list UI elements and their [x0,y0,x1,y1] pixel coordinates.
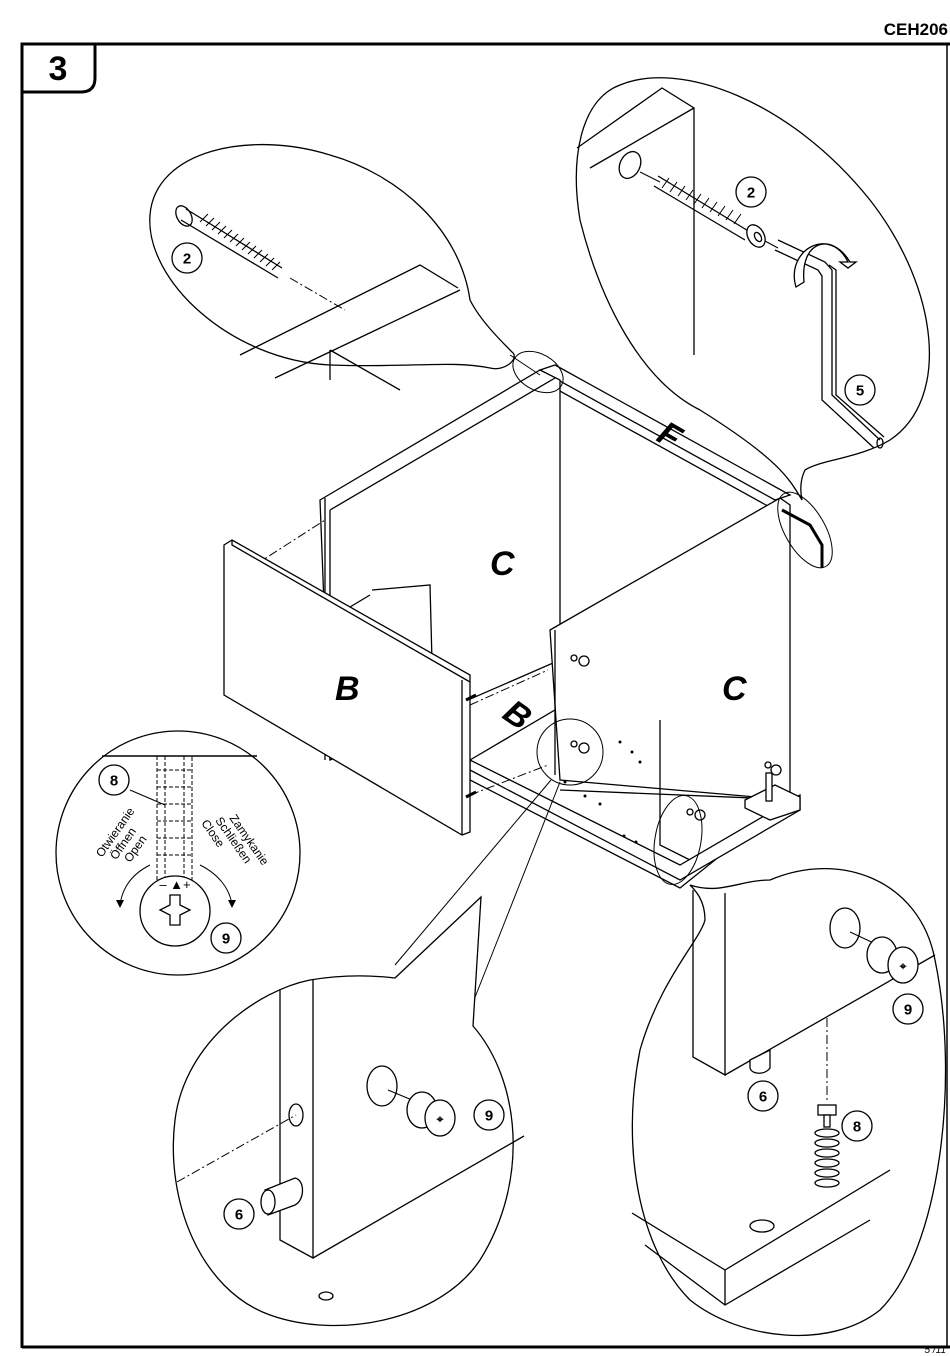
panel-label-b-front: B [335,670,360,708]
svg-text:9: 9 [222,931,230,948]
svg-text:2: 2 [747,185,755,202]
detail-bubble-top-left: 2 [150,145,514,390]
callout-6-bottom-right: 6 [748,1081,778,1111]
svg-text:6: 6 [235,1207,243,1224]
svg-text:9: 9 [485,1108,493,1125]
callout-9-rotation: 9 [211,923,241,953]
callout-6-bottom-center: 6 [224,1199,254,1229]
svg-text:5: 5 [856,383,864,400]
svg-text:9: 9 [904,1002,912,1019]
svg-text:⌖: ⌖ [899,959,907,973]
detail-bubble-rotation: – ▲+ Otwieranie Öffnen Open Zamykanie Sc… [56,731,300,975]
callout-9-bottom-right: 9 [893,994,923,1024]
callout-8-bottom-right: 8 [842,1111,872,1141]
rotation-scale: – ▲+ [159,877,190,892]
callout-8-rotation: 8 [99,765,129,795]
svg-text:⌖: ⌖ [436,1112,444,1126]
svg-text:8: 8 [853,1119,861,1136]
callout-2-top-right: 2 [736,177,766,207]
step-number: 3 [49,50,68,88]
detail-bubble-bottom-right: ⌖ 9 6 8 [632,869,946,1336]
step-badge: 3 [22,44,95,92]
svg-text:8: 8 [110,773,118,790]
panel-label-c-back: C [490,545,515,583]
callout-2-top-left: 2 [172,243,202,273]
panel-label-c-side: C [722,670,747,708]
callout-5-top-right: 5 [845,375,875,405]
svg-text:6: 6 [759,1089,767,1106]
svg-text:2: 2 [183,251,191,268]
callout-9-bottom-center: 9 [474,1100,504,1130]
detail-bubble-top-right: 2 5 [576,78,929,500]
